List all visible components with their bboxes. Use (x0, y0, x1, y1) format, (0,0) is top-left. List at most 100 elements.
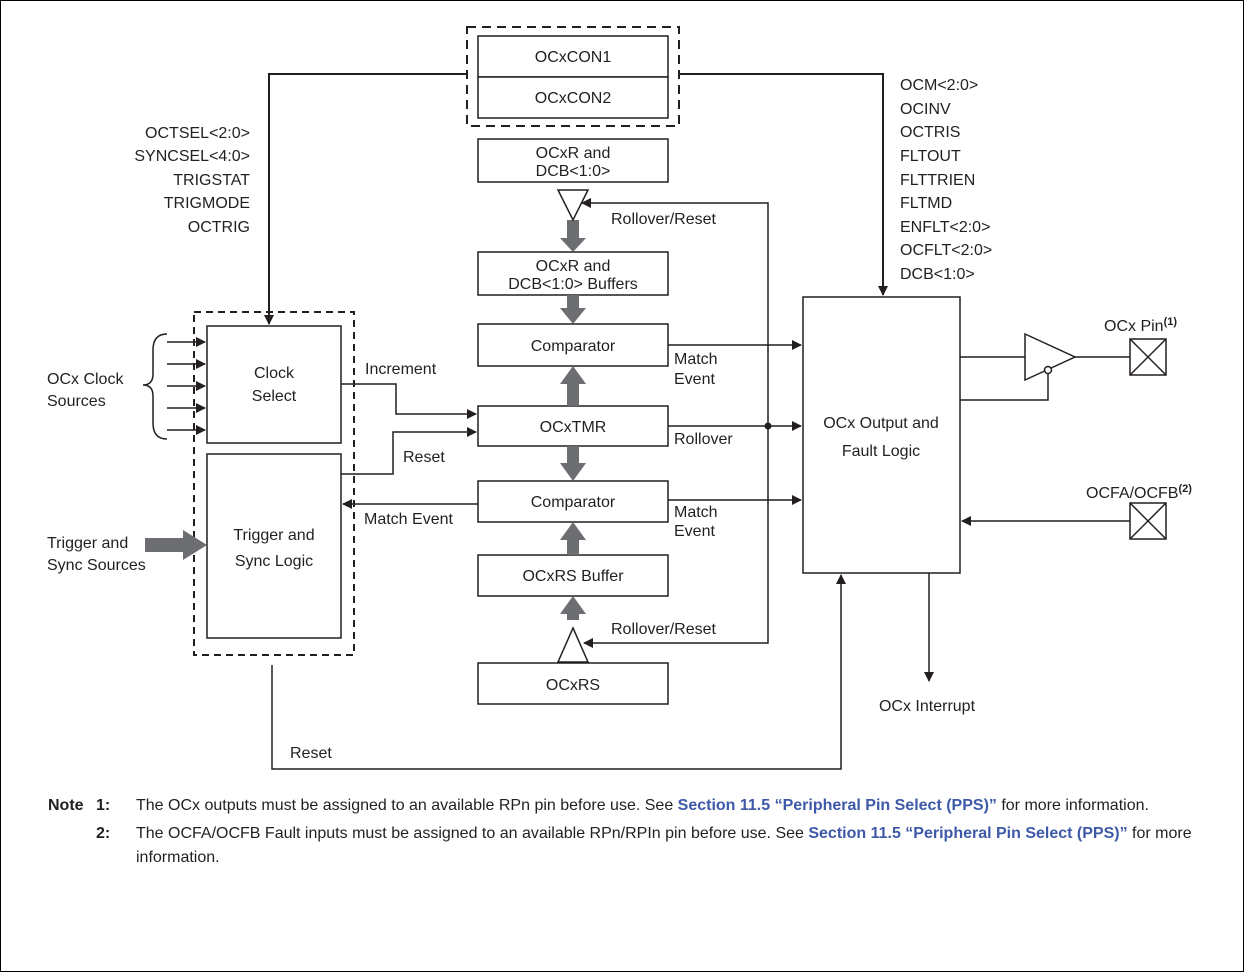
ocxcon1-register (477, 35, 669, 78)
left-bit-4: OCTRIG (188, 219, 250, 236)
left-bit-2: TRIGSTAT (173, 172, 250, 189)
note-2-section-link[interactable]: Section 11.5 “Peripheral Pin Select (PPS… (808, 825, 1128, 842)
bus-buffers-to-comparator (567, 295, 579, 310)
note-2-text: The OCFA/OCFB Fault inputs must be assig… (136, 822, 1196, 870)
note-1-text-a: The OCx outputs must be assigned to an a… (136, 797, 678, 814)
output-enable-bubble (1043, 365, 1053, 375)
bus-buffers-to-comparator-head (560, 308, 586, 324)
right-bit-3: FLTOUT (900, 148, 961, 165)
match-event-top-line1: Match (674, 351, 718, 368)
ocxr-block-line1: OCxR and (536, 145, 611, 162)
bus-ocxr-to-buffers (567, 220, 579, 240)
bus-ocxr-to-buffers-head (560, 238, 586, 252)
note-2: 2: The OCFA/OCFB Fault inputs must be as… (48, 822, 1208, 870)
ocxcon2-label: OCxCON2 (535, 90, 612, 107)
left-control-bits: OCTSEL<2:0> SYNCSEL<4:0> TRIGSTAT TRIGMO… (134, 125, 250, 236)
ocfa-ocfb-label: OCFA/OCFB(2) (1086, 483, 1192, 502)
bus-ocxrs-to-buffer (567, 614, 579, 620)
trigger-sources-line2: Sync Sources (47, 557, 146, 574)
trigger-sync-line1: Trigger and (233, 527, 314, 544)
ocxr-block (477, 138, 669, 183)
left-bit-3: TRIGMODE (164, 195, 250, 212)
ocxr-block-line2: DCB<1:0> (536, 163, 611, 180)
ocx-pin-symbol (1129, 338, 1167, 376)
clock-source-arrows (167, 337, 206, 435)
figure-notes: Note 1: The OCx outputs must be assigned… (48, 794, 1208, 874)
clock-sources-line2: Sources (47, 393, 106, 410)
note-lead: Note (48, 797, 84, 814)
output-fault-logic-line2: Fault Logic (842, 443, 920, 460)
reset-mid-label: Reset (403, 449, 445, 466)
note-2-text-a: The OCFA/OCFB Fault inputs must be assig… (136, 825, 809, 842)
clock-select-line2: Select (252, 388, 297, 405)
latch-triangle-bottom (556, 626, 590, 663)
ocxtmr-block (477, 405, 669, 447)
ocxrs-block (477, 662, 669, 705)
bus-tmr-to-comparator-top-head (560, 366, 586, 384)
trigger-sources-bus (145, 538, 185, 552)
output-fault-logic-line1: OCx Output and (823, 415, 939, 432)
ocxtmr-label: OCxTMR (540, 419, 607, 436)
rollover-reset-top-label: Rollover/Reset (611, 211, 716, 228)
timebase-trigger-dashed-group (193, 311, 355, 656)
bus-rsbuffer-to-comparator (567, 538, 579, 555)
right-bit-6: ENFLT<2:0> (900, 219, 990, 236)
note-1-text: The OCx outputs must be assigned to an a… (136, 794, 1196, 818)
bus-tmr-to-comparator-bottom (567, 446, 579, 465)
output-logic-input-lines (668, 340, 802, 505)
note-1-text-b: for more information. (996, 797, 1149, 814)
output-fault-logic-block (802, 296, 961, 574)
right-bit-8: DCB<1:0> (900, 266, 975, 283)
left-bit-1: SYNCSEL<4:0> (134, 148, 250, 165)
ocxrs-label: OCxRS (546, 677, 600, 694)
bus-tmr-to-comparator-top (567, 382, 579, 406)
note-1-number: 1: (96, 797, 111, 814)
ocx-pin-label: OCx Pin(1) (1104, 316, 1177, 335)
clock-select-block (206, 325, 342, 444)
right-bit-4: FLTTRIEN (900, 172, 975, 189)
control-registers-group: OCxCON1 OCxCON2 (466, 26, 680, 127)
control-registers-dashed-border (466, 26, 680, 127)
right-bit-1: OCINV (900, 101, 951, 118)
timer-control-lines (341, 383, 477, 475)
latch-triangle-top (556, 189, 590, 222)
comparator-top-label: Comparator (531, 338, 616, 355)
ocxcon2-register (477, 76, 669, 119)
match-event-top-line2: Event (674, 371, 715, 388)
ocxrs-buffer-label: OCxRS Buffer (522, 568, 624, 585)
match-event-left-label: Match Event (364, 511, 453, 528)
ocxrs-buffer-block (477, 554, 669, 597)
comparator-bottom-label: Comparator (531, 494, 616, 511)
rollover-label: Rollover (674, 431, 733, 448)
reset-bottom-label: Reset (290, 745, 332, 762)
bus-ocxrs-to-buffer-head (560, 596, 586, 614)
match-event-bottom-line2: Event (674, 523, 715, 540)
note-2-number: 2: (96, 825, 111, 842)
note-1-section-link[interactable]: Section 11.5 “Peripheral Pin Select (PPS… (677, 797, 997, 814)
right-bit-0: OCM<2:0> (900, 77, 978, 94)
register-to-output-line (679, 73, 888, 296)
data-bus-arrows (560, 220, 586, 620)
note-1: Note 1: The OCx outputs must be assigned… (48, 794, 1208, 818)
right-bit-7: OCFLT<2:0> (900, 242, 992, 259)
ocfa-ocfb-pin-symbol (1129, 502, 1167, 540)
note-2-text-b: for more information. (136, 825, 1192, 866)
clock-sources-line1: OCx Clock (47, 371, 124, 388)
ocxr-buffers-line2: DCB<1:0> Buffers (508, 276, 638, 293)
bus-rsbuffer-to-comparator-head (560, 522, 586, 540)
note-2-lead-spacer (48, 822, 96, 870)
clock-select-line1: Clock (254, 365, 295, 382)
ocxr-buffers-line1: OCxR and (536, 258, 611, 275)
match-event-bottom-line1: Match (674, 504, 718, 521)
left-bit-0: OCTSEL<2:0> (145, 125, 250, 142)
output-buffer-wiring (960, 356, 1130, 401)
ocxcon1-label: OCxCON1 (535, 49, 612, 66)
reset-to-output-logic-line (271, 574, 846, 770)
right-bit-2: OCTRIS (900, 124, 960, 141)
trigger-sources-line1: Trigger and (47, 535, 128, 552)
bus-tmr-to-comparator-bottom-head (560, 463, 586, 481)
rollover-reset-feedback (581, 198, 769, 648)
clock-sources-brace (142, 333, 168, 440)
trigger-sync-logic-block (206, 453, 342, 639)
